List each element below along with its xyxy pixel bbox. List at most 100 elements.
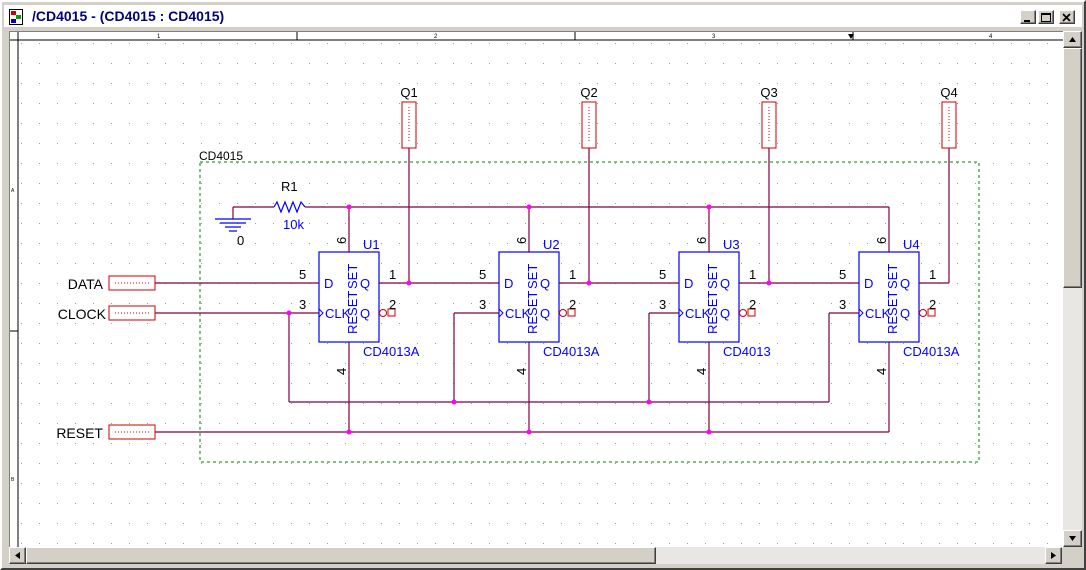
output-port-q1[interactable]: Q1 bbox=[400, 85, 418, 149]
ruler-mark-1: 1 bbox=[157, 34, 161, 40]
window-title: /CD4015 - (CD4015 : CD4015) bbox=[32, 8, 225, 24]
junction-dot bbox=[586, 280, 592, 286]
no-connect-icon bbox=[747, 308, 756, 317]
pin-number-q: 1 bbox=[749, 267, 756, 282]
pin-number-clk: 3 bbox=[659, 297, 666, 312]
input-port-data[interactable]: DATA bbox=[68, 275, 156, 292]
flipflop-part: CD4013A bbox=[903, 344, 960, 359]
input-port-label: DATA bbox=[68, 276, 104, 292]
pin-number-qbar: 2 bbox=[569, 297, 576, 312]
ruler-cursor-icon bbox=[848, 34, 854, 39]
pin-label-set: SET bbox=[345, 264, 360, 289]
vertical-scroll-thumb[interactable] bbox=[1063, 48, 1082, 288]
pin-label-q: Q bbox=[900, 276, 910, 291]
schematic-canvas[interactable]: 1 2 3 4 A B CD4015 bbox=[9, 31, 1063, 548]
inversion-bubble-icon bbox=[379, 309, 387, 317]
resistor-icon bbox=[273, 200, 306, 214]
junction-dot bbox=[286, 310, 292, 316]
close-button[interactable] bbox=[1059, 10, 1075, 24]
pin-label-reset: RESET bbox=[345, 291, 360, 334]
pin-number-q: 1 bbox=[929, 267, 936, 282]
input-port-label: RESET bbox=[56, 425, 103, 441]
no-connect-icon bbox=[387, 308, 396, 317]
scroll-down-button[interactable] bbox=[1063, 530, 1082, 547]
pin-number-clk: 3 bbox=[299, 297, 306, 312]
pin-label-clk: CLK bbox=[865, 306, 891, 321]
maximize-button[interactable] bbox=[1038, 10, 1054, 24]
arrow-down-icon bbox=[1069, 536, 1076, 541]
vertical-scrollbar[interactable] bbox=[1063, 31, 1082, 547]
ruler-mark-2: 2 bbox=[434, 34, 438, 40]
scroll-left-button[interactable] bbox=[9, 547, 26, 564]
pin-label-set: SET bbox=[525, 264, 540, 289]
input-port-reset[interactable]: RESET bbox=[56, 424, 156, 441]
scroll-up-button[interactable] bbox=[1063, 31, 1082, 48]
pin-number-reset: 4 bbox=[694, 368, 709, 375]
inversion-bubble-icon bbox=[919, 309, 927, 317]
block-label: CD4015 bbox=[199, 149, 243, 163]
ruler-mark-a: A bbox=[11, 188, 15, 194]
pin-number-qbar: 2 bbox=[389, 297, 396, 312]
pin-label-qbar: Q bbox=[540, 306, 550, 321]
resistor-r1[interactable]: R1 10k bbox=[273, 179, 306, 232]
ground-symbol[interactable]: 0 bbox=[215, 218, 251, 248]
junctions bbox=[286, 204, 772, 435]
pin-number-q: 1 bbox=[389, 267, 396, 282]
pin-number-set: 6 bbox=[874, 237, 889, 244]
pin-label-q: Q bbox=[720, 276, 730, 291]
clock-edge-icon bbox=[498, 308, 504, 318]
pin-number-reset: 4 bbox=[334, 368, 349, 375]
output-port-q4[interactable]: Q4 bbox=[940, 85, 958, 149]
pin-label-set: SET bbox=[885, 264, 900, 289]
junction-dot bbox=[406, 280, 412, 286]
wires bbox=[155, 148, 950, 433]
flipflop-body bbox=[858, 251, 920, 343]
input-port-label: CLOCK bbox=[58, 306, 107, 322]
junction-dot bbox=[766, 280, 772, 286]
horizontal-scroll-thumb[interactable] bbox=[26, 547, 656, 564]
output-port-label: Q4 bbox=[940, 85, 957, 100]
pin-label-qbar: Q bbox=[720, 306, 730, 321]
input-port-clock[interactable]: CLOCK bbox=[58, 305, 156, 322]
pin-label-q: Q bbox=[540, 276, 550, 291]
flipflop-body bbox=[318, 251, 380, 343]
pin-number-set: 6 bbox=[514, 237, 529, 244]
ruler-mark-4: 4 bbox=[989, 34, 993, 40]
pin-number-set: 6 bbox=[694, 237, 709, 244]
resistor-ref: R1 bbox=[281, 179, 298, 194]
arrow-left-icon bbox=[15, 552, 20, 559]
pin-label-clk: CLK bbox=[325, 306, 351, 321]
output-port-label: Q3 bbox=[760, 85, 777, 100]
pin-label-q: Q bbox=[360, 276, 370, 291]
horizontal-scrollbar[interactable] bbox=[9, 547, 1062, 564]
pin-number-d: 5 bbox=[479, 267, 486, 282]
junction-dot bbox=[646, 399, 652, 405]
flipflop-body bbox=[678, 251, 740, 343]
scrollbar-corner bbox=[1063, 547, 1082, 564]
flipflop-body bbox=[498, 251, 560, 343]
junction-dot bbox=[451, 399, 457, 405]
pin-number-clk: 3 bbox=[479, 297, 486, 312]
output-port-q3[interactable]: Q3 bbox=[760, 85, 778, 149]
pin-number-d: 5 bbox=[659, 267, 666, 282]
flipflop-part: CD4013 bbox=[723, 344, 771, 359]
arrow-up-icon bbox=[1069, 37, 1076, 42]
inversion-bubble-icon bbox=[739, 309, 747, 317]
junction-dot bbox=[346, 204, 352, 210]
pin-label-reset: RESET bbox=[525, 291, 540, 334]
pin-number-reset: 4 bbox=[874, 368, 889, 375]
title-bar[interactable]: /CD4015 - (CD4015 : CD4015) bbox=[4, 5, 1082, 27]
output-port-label: Q1 bbox=[400, 85, 417, 100]
scroll-right-button[interactable] bbox=[1045, 547, 1062, 564]
minimize-button[interactable] bbox=[1020, 10, 1036, 24]
output-port-label: Q2 bbox=[580, 85, 597, 100]
schematic-drawing[interactable]: 1 2 3 4 A B CD4015 bbox=[10, 32, 1063, 548]
pin-number-set: 6 bbox=[334, 237, 349, 244]
pin-label-clk: CLK bbox=[685, 306, 711, 321]
output-port-q2[interactable]: Q2 bbox=[580, 85, 598, 149]
